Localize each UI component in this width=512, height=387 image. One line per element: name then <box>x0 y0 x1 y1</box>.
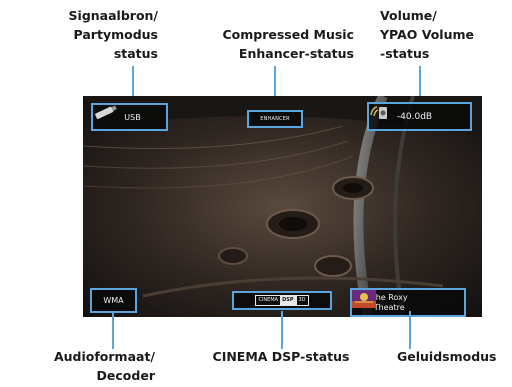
callout-line: -status <box>380 46 430 61</box>
callout-line: Signaalbron/ <box>68 8 158 23</box>
program-name-line: The Roxy <box>370 292 408 302</box>
callout-audio-format: Audioformaat/ Decoder <box>30 347 155 385</box>
callout-signal-source: Signaalbron/ Partymodus status <box>36 6 158 63</box>
sound-program-box: The Roxy Theatre <box>350 288 466 317</box>
callout-line: Decoder <box>96 368 155 383</box>
audio-format-box: WMA <box>90 288 137 313</box>
volume-status-box: -40.0dB <box>367 102 472 131</box>
callout-line: Compressed Music <box>222 27 354 42</box>
program-name: The Roxy Theatre <box>371 293 408 313</box>
cinema-dsp-cinema: CINEMA <box>258 297 279 303</box>
leader-cinema-dsp <box>281 311 283 349</box>
enhancer-label: ENHANCER <box>260 116 290 122</box>
source-label: USB <box>124 112 141 122</box>
callout-line: Geluidsmodus <box>397 349 497 364</box>
leader-sound-mode <box>409 311 411 349</box>
callout-line: Audioformaat/ <box>53 349 155 364</box>
enhancer-status-box: ENHANCER <box>247 110 303 128</box>
callout-line: CINEMA DSP-status <box>212 349 350 364</box>
program-name-line: Theatre <box>373 302 405 312</box>
leader-volume <box>419 66 421 102</box>
callout-sound-mode: Geluidsmodus <box>397 347 507 366</box>
callout-volume: Volume/ YPAO Volume -status <box>380 6 508 63</box>
leader-audio-format <box>112 311 114 349</box>
cinema-dsp-dsp: DSP <box>280 296 296 305</box>
callout-line: status <box>113 46 158 61</box>
audio-format-label: WMA <box>103 296 124 305</box>
leader-enhancer <box>274 66 276 110</box>
volume-label: -40.0dB <box>396 111 433 122</box>
tv-screen: USB ENHANCER -40.0dB WMA CINEMA DSP 3D <box>83 96 482 317</box>
callout-line: Volume/ <box>380 8 437 23</box>
cinema-dsp-box: CINEMA DSP 3D <box>232 291 332 310</box>
callout-line: YPAO Volume <box>380 27 474 42</box>
leader-signal-source <box>132 66 134 102</box>
cinema-dsp-3d: 3D <box>295 296 308 305</box>
cinema-dsp-logo: CINEMA DSP 3D <box>255 295 309 306</box>
source-status-box: USB <box>91 103 168 131</box>
callout-line: Partymodus <box>73 27 158 42</box>
callout-line: Enhancer-status <box>238 46 354 61</box>
callout-cinema-dsp: CINEMA DSP-status <box>196 347 366 366</box>
callout-enhancer: Compressed Music Enhancer-status <box>198 25 354 63</box>
